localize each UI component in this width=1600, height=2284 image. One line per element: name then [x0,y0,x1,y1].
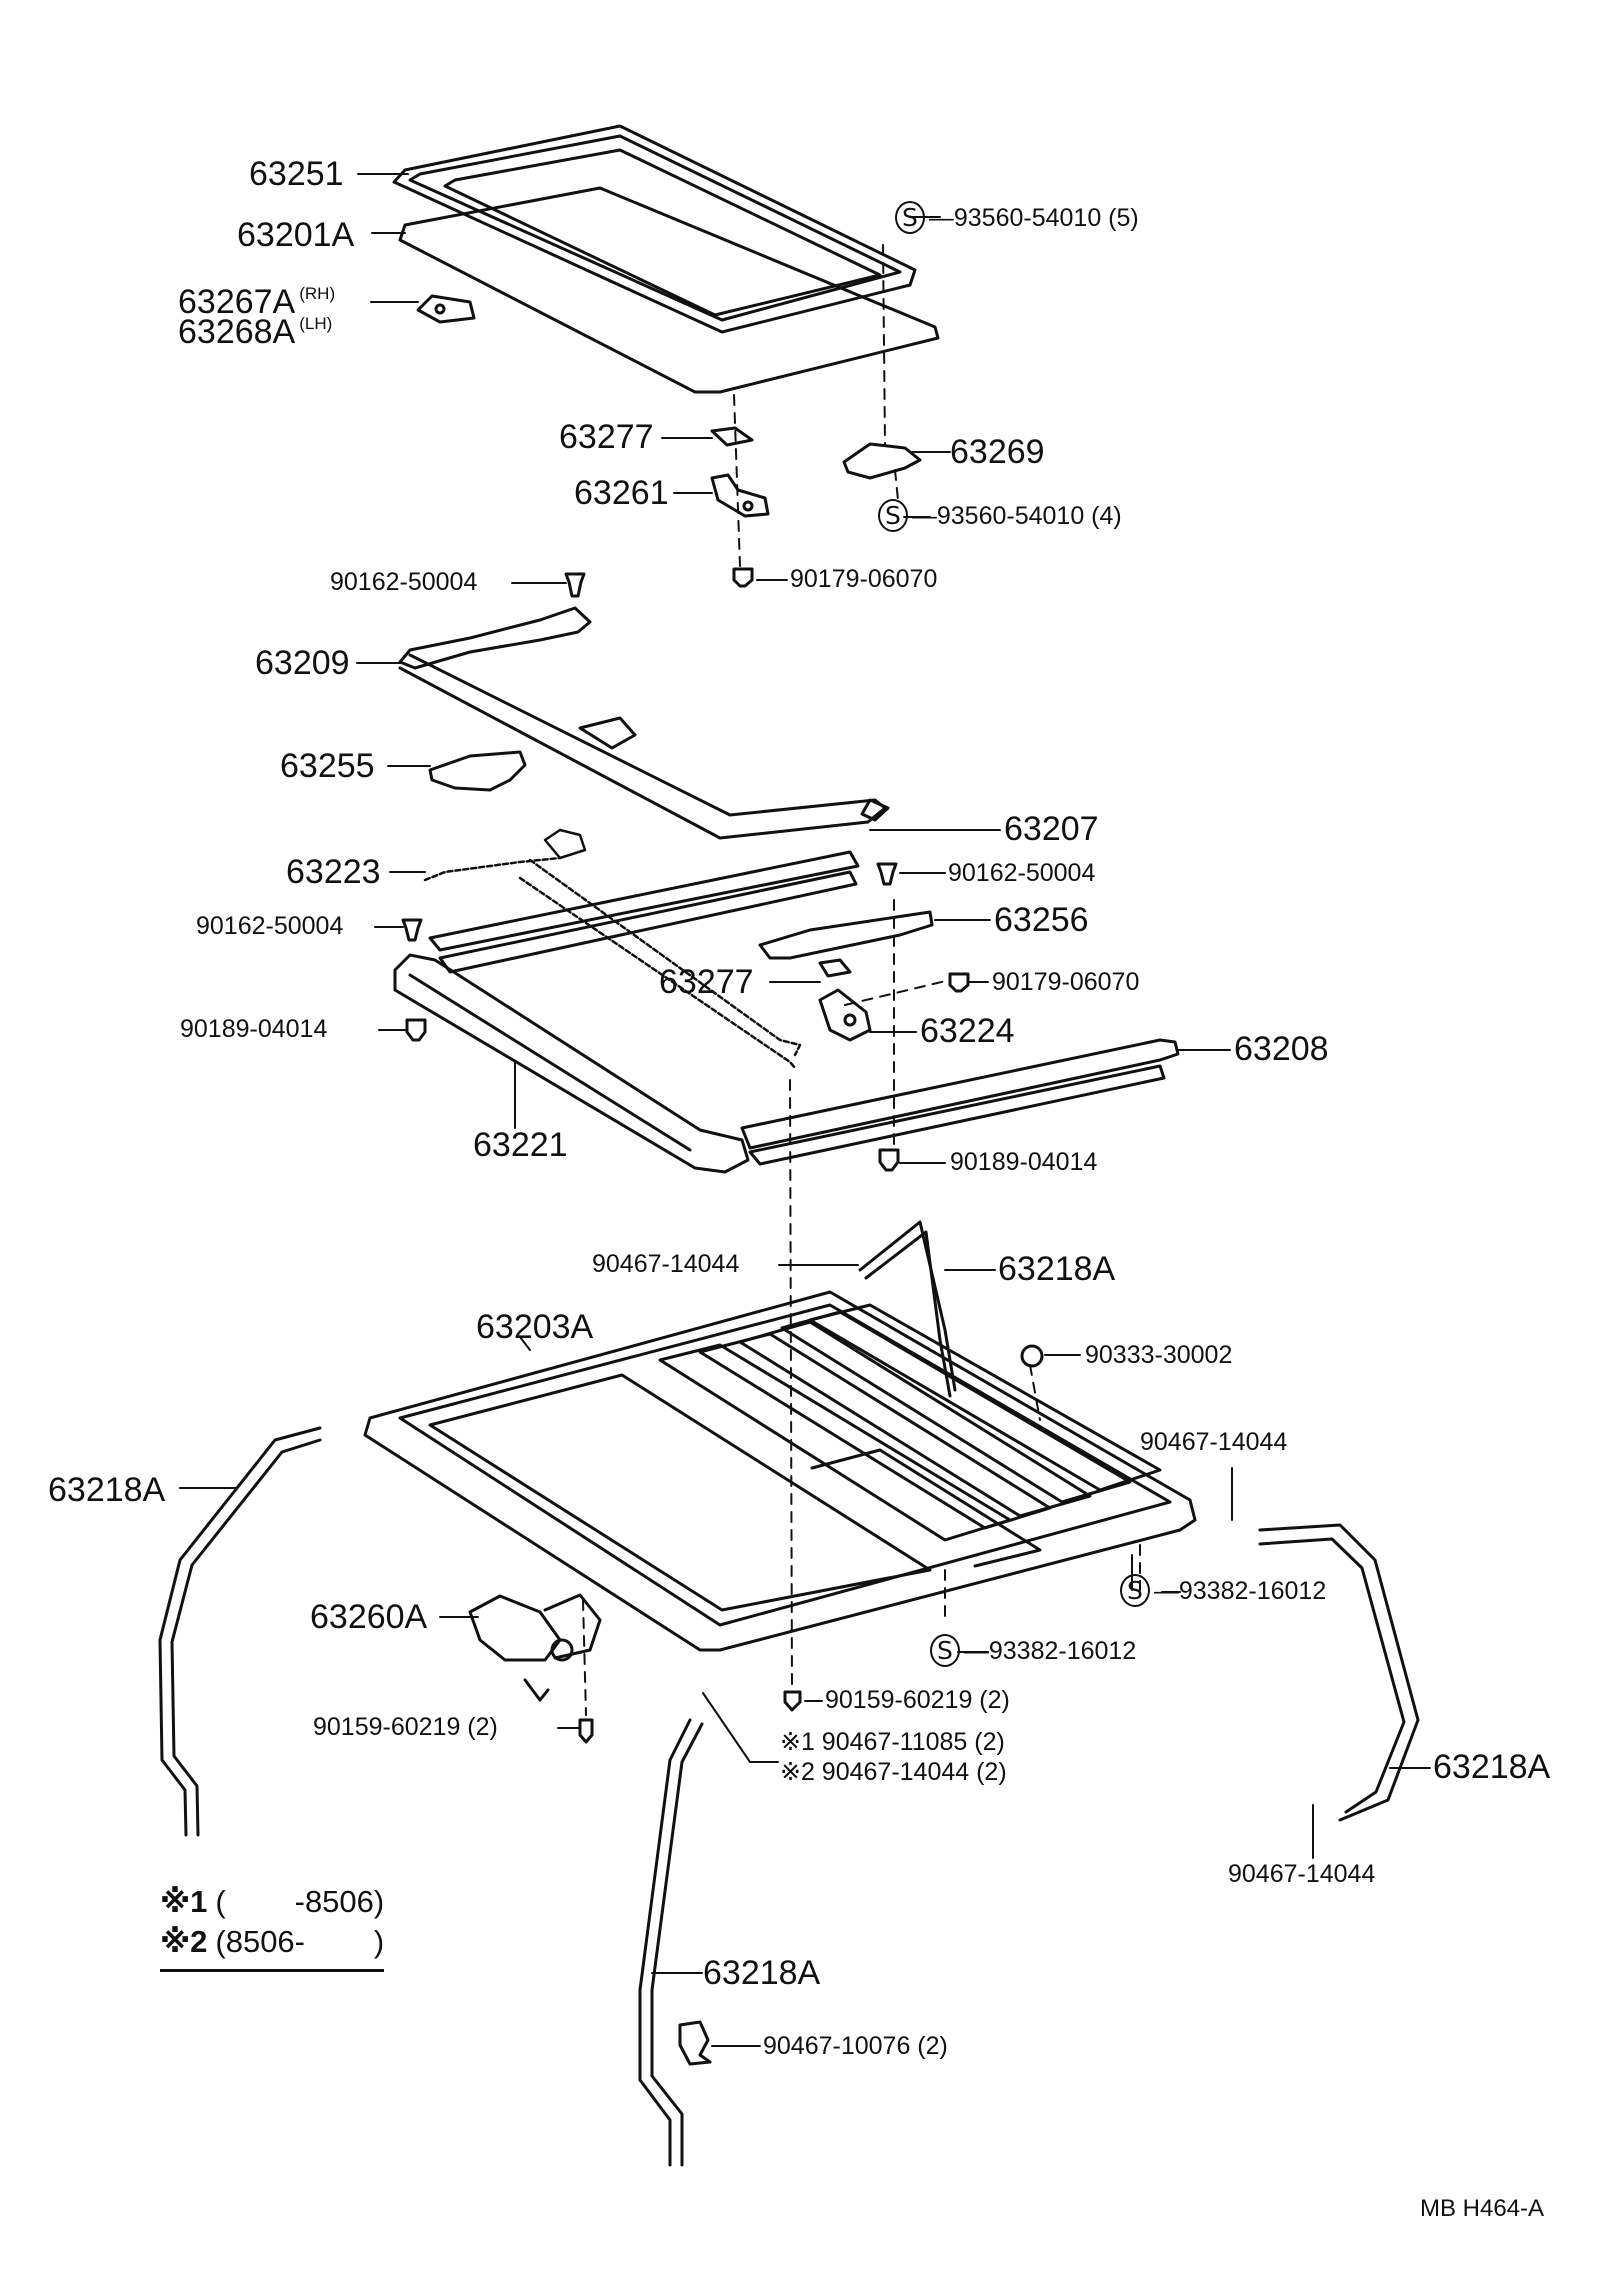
bracket-63267A-63268A [416,294,476,324]
label-63221: 63221 [473,1126,568,1164]
label-93382-16012-b: S—93382-16012 [930,1634,1136,1667]
label-90467-14044-a: 90467-14044 [592,1250,740,1278]
label-90162-50004-right: 90162-50004 [948,859,1096,887]
label-93560-54010-4: S—93560-54010 (4) [878,499,1122,532]
legend-key-2: ※2 [160,1924,208,1960]
leader-lines [179,173,1431,2047]
screw-90162-50004-top [564,572,586,598]
label-90162-50004-left: 90162-50004 [196,912,344,940]
label-63218A-a: 63218A [998,1250,1116,1288]
label-63203A: 63203A [476,1308,594,1346]
label-90467-14044-c: 90467-14044 [1228,1860,1376,1888]
bolt-90159-60219-lower [578,1718,594,1744]
label-90467-10076: 90467-10076 (2) [763,2032,948,2060]
clamp-90467-10076 [678,2020,712,2066]
label-90162-50004-top: 90162-50004 [330,568,478,596]
sunroof-motor-63260A [468,1593,602,1702]
label-63255: 63255 [280,747,375,785]
screw-90162-50004-left [401,918,423,942]
label-90159-60219-center: 90159-60219 (2) [825,1686,1010,1714]
label-63277-mid: 63277 [659,963,754,1001]
legend-key-1: ※1 [160,1884,208,1919]
clip-90189-04014-right [878,1148,900,1172]
deflector-frame-63221 [393,953,750,1174]
sunroof-glass-panel-63201A [398,186,940,394]
bracket-63261 [710,473,770,518]
shim-63277-mid [818,958,852,978]
label-63224: 63224 [920,1012,1015,1050]
label-63218A-c: 63218A [1433,1748,1551,1786]
bolt-90159-60219-center [783,1690,802,1712]
label-90159-60219-lower: 90159-60219 (2) [313,1713,498,1741]
label-90179-06070-top: 90179-06070 [790,565,938,593]
label-63201A: 63201A [237,216,355,254]
label-63218A-b: 63218A [48,1471,166,1509]
legend-row-1: ※1 ( -8506) [160,1882,384,1922]
label-63251: 63251 [249,155,344,193]
screw-90162-50004-right [876,862,898,886]
clip-90179-06070-mid [948,972,970,993]
label-93382-16012-a: S—93382-16012 [1120,1574,1326,1607]
sunroof-glass-frame-63251 [392,124,917,334]
legend-value-1: ( -8506) [215,1884,385,1919]
drain-hose-63218A-rear-right [1258,1523,1420,1822]
screw-90179-06070-top [732,567,754,588]
drive-gear-63224 [818,988,872,1042]
label-90467-14044-2: ※2 90467-14044 (2) [780,1758,1007,1786]
label-63207: 63207 [1004,810,1099,848]
label-90189-04014-right: 90189-04014 [950,1148,1098,1176]
drain-hose-63218A-rear-left [638,1718,704,2167]
guide-rail-63208 [740,1038,1180,1166]
diagram-reference-code: MB H464-A [1420,2195,1545,2222]
label-90467-11085: ※1 90467-11085 (2) [780,1728,1005,1756]
bracket-63269 [842,442,922,480]
label-63269: 63269 [950,433,1045,471]
label-93560-54010-5: S—93560-54010 (5) [895,201,1139,234]
shim-63277-top [710,426,754,447]
link-assembly-63209 [398,606,890,840]
label-63208: 63208 [1234,1030,1329,1068]
legend-value-2: (8506- ) [215,1924,385,1960]
label-90333-30002: 90333-30002 [1085,1341,1233,1369]
label-63209: 63209 [255,644,350,682]
legend-row-2: ※2 (8506- ) [160,1922,385,1972]
sunroof-housing-63203A [363,1290,1197,1652]
clip-90189-04014-left [405,1018,427,1042]
label-90467-14044-b: 90467-14044 [1140,1428,1288,1456]
label-63260A: 63260A [310,1598,428,1636]
label-63256: 63256 [994,901,1089,939]
guide-rail-63207 [428,850,860,974]
label-90179-06070-mid: 90179-06070 [992,968,1140,996]
drive-cable-63223 [423,828,802,1070]
assembly-guide-lines [582,244,1141,1716]
label-63267A: 63267A(RH) [178,283,336,321]
label-63261: 63261 [574,474,669,512]
cap-90333-30002 [1020,1344,1044,1368]
bracket-63255 [428,716,637,792]
production-date-legend: ※1 ( -8506) ※2 (8506- ) [160,1882,385,1972]
label-63268A: 63268A(LH) [178,313,333,351]
label-63223: 63223 [286,853,381,891]
bracket-63256 [758,910,934,960]
drain-hose-63218A-front-right [858,1220,957,1398]
label-90189-04014-left: 90189-04014 [180,1015,328,1043]
label-63277-top: 63277 [559,418,654,456]
drain-hose-63218A-front-left [158,1426,322,1837]
label-63218A-d: 63218A [703,1954,821,1992]
